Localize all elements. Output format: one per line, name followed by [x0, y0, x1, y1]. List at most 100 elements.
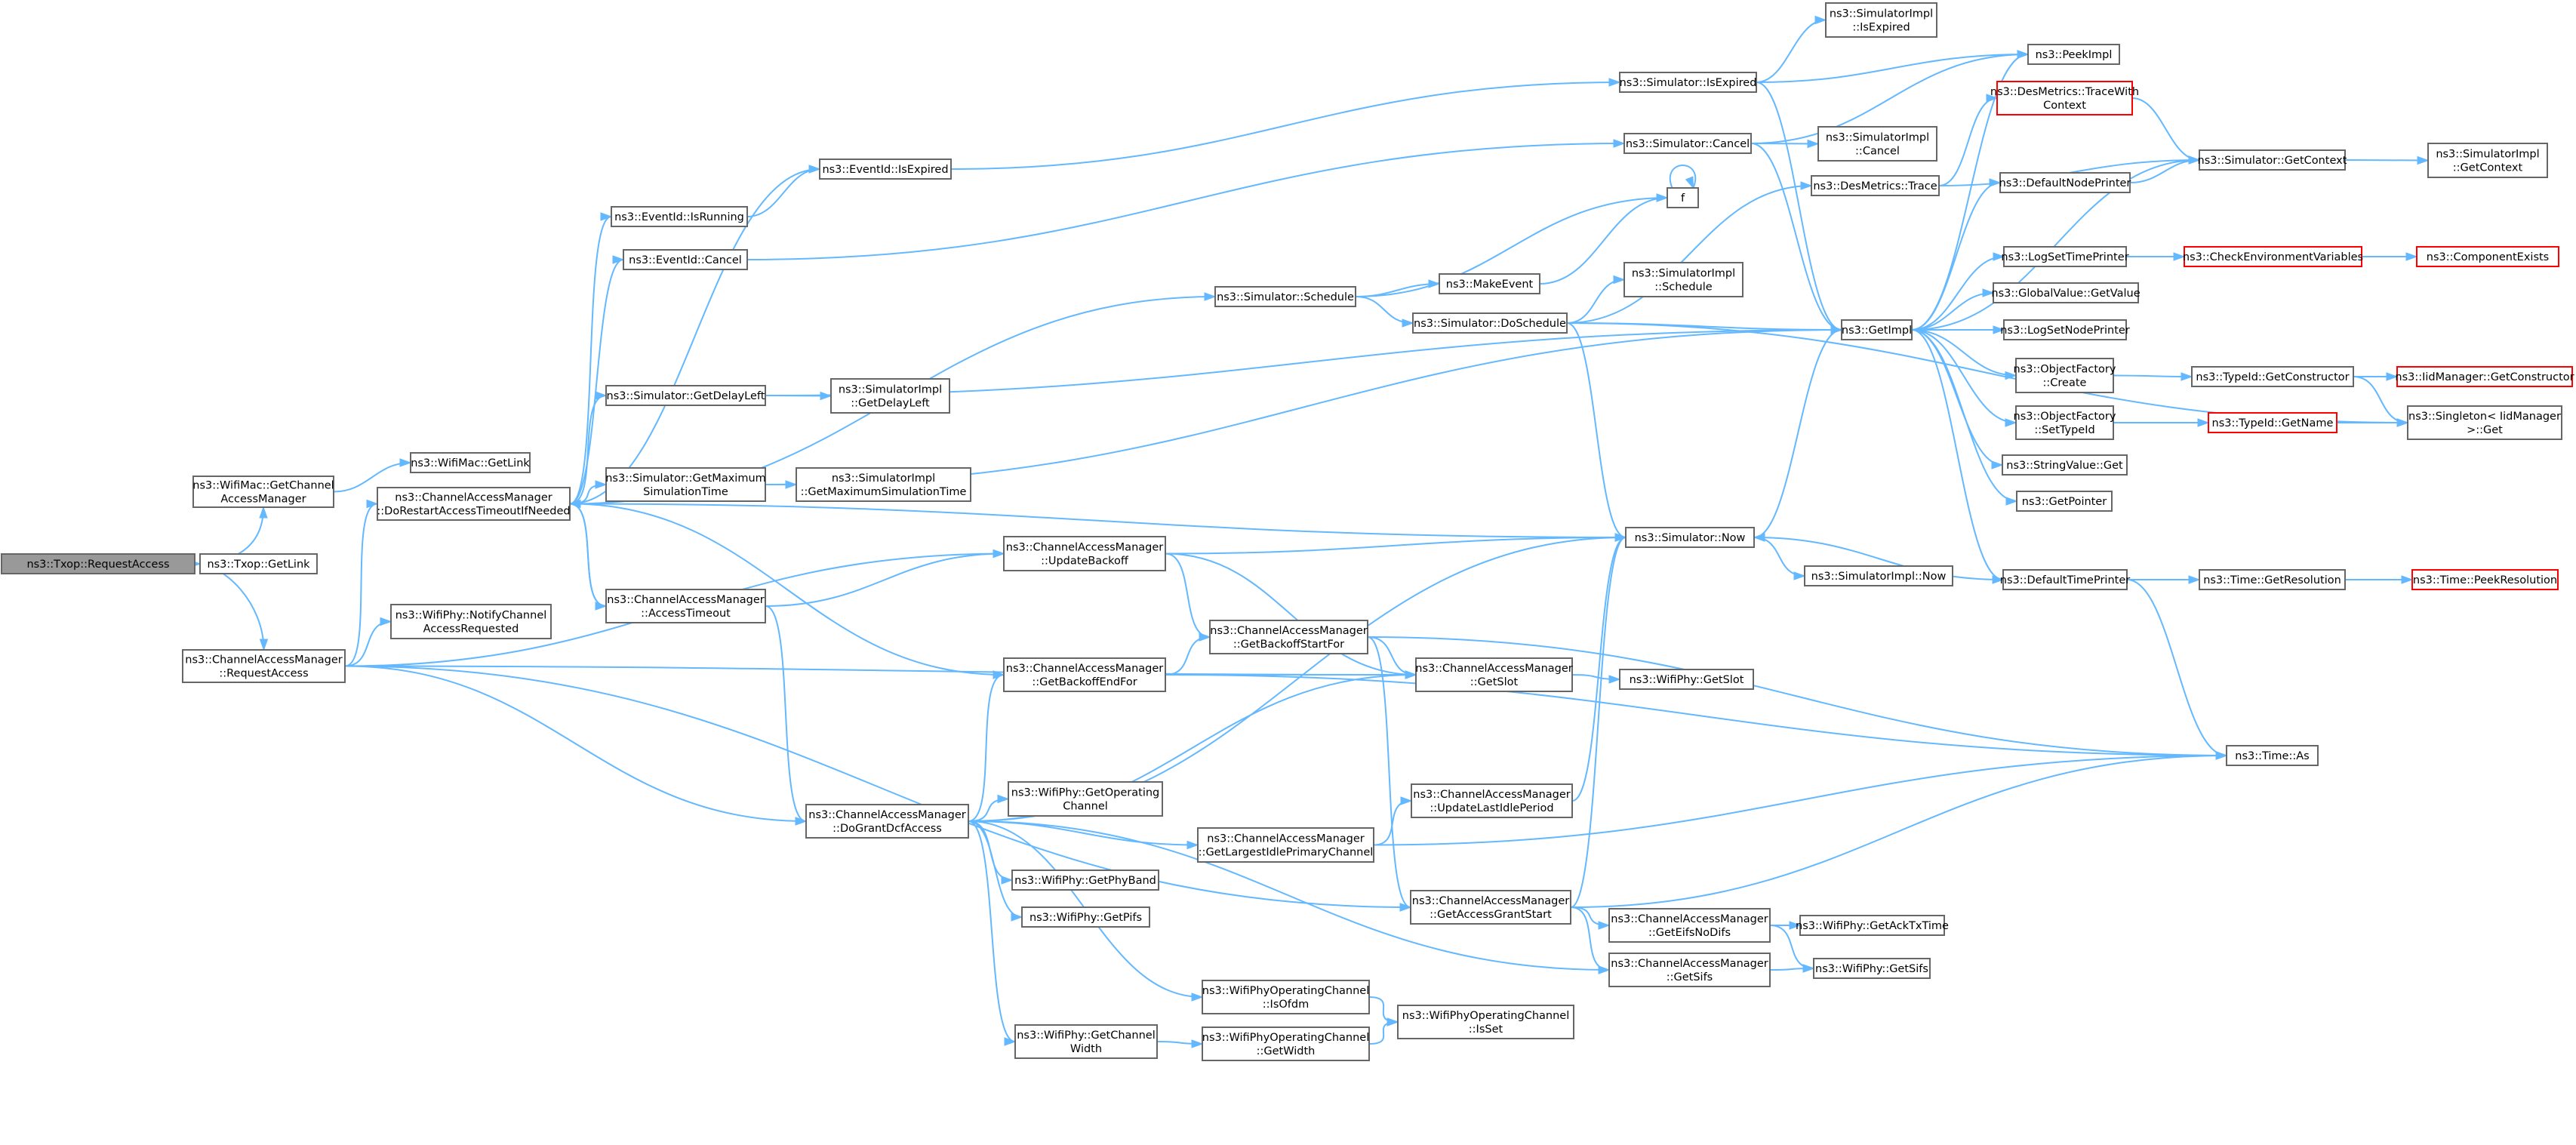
node-getcontext[interactable]: ns3::Simulator::GetContext	[2198, 149, 2347, 171]
node-f[interactable]: f	[1667, 187, 1699, 208]
node-getacktx[interactable]: ns3::WifiPhy::GetAckTxTime	[1796, 915, 1949, 936]
node-notify[interactable]: ns3::WifiPhy::NotifyChannelAccessRequest…	[390, 604, 552, 639]
node-dogrant[interactable]: ns3::ChannelAccessManager::DoGrantDcfAcc…	[805, 804, 969, 839]
node-txopgetlink[interactable]: ns3::Txop::GetLink	[199, 553, 318, 574]
node-timeas[interactable]: ns3::Time::As	[2226, 745, 2319, 766]
node-opgetwidth[interactable]: ns3::WifiPhyOperatingChannel::GetWidth	[1202, 1026, 1370, 1061]
node-label: ns3::SimulatorImpl	[832, 472, 935, 485]
node-dorestart[interactable]: ns3::ChannelAccessManager::DoRestartAcce…	[377, 487, 571, 521]
node-box	[1667, 187, 1699, 208]
node-grantstart[interactable]: ns3::ChannelAccessManager::GetAccessGran…	[1410, 890, 1571, 925]
node-getpointer[interactable]: ns3::GetPointer	[2016, 491, 2113, 512]
node-simimplnow[interactable]: ns3::SimulatorImpl::Now	[1804, 565, 1953, 586]
node-label: ns3::EventId::IsExpired	[822, 164, 948, 176]
node-simimpldelay[interactable]: ns3::SimulatorImpl::GetDelayLeft	[830, 378, 950, 414]
node-simisexpired[interactable]: ns3::Simulator::IsExpired	[1619, 72, 1757, 93]
node-doschedule[interactable]: ns3::Simulator::DoSchedule	[1412, 312, 1568, 334]
node-label: ::Create	[2043, 377, 2087, 389]
node-cmrequest[interactable]: ns3::ChannelAccessManager::RequestAccess	[182, 649, 346, 683]
node-accesstimeout[interactable]: ns3::ChannelAccessManager::AccessTimeout	[605, 589, 766, 623]
node-phygetsifs[interactable]: ns3::WifiPhy::GetSifs	[1813, 958, 1931, 979]
node-label: ns3::WifiPhy::GetChannel	[1017, 1030, 1156, 1042]
node-simschedule[interactable]: ns3::Simulator::Schedule	[1214, 286, 1356, 307]
node-simimplgetctx[interactable]: ns3::SimulatorImpl::GetContext	[2427, 143, 2548, 178]
node-logsettime[interactable]: ns3::LogSetTimePrinter	[2001, 246, 2129, 267]
edge-doschedule-to-simnow	[1566, 322, 1627, 538]
node-isofdm[interactable]: ns3::WifiPhyOperatingChannel::IsOfdm	[1202, 980, 1370, 1014]
node-updatebackoff[interactable]: ns3::ChannelAccessManager::UpdateBackoff	[1003, 536, 1166, 571]
node-box	[1625, 527, 1755, 548]
node-box	[1811, 175, 1940, 196]
arrowhead	[1800, 181, 1813, 190]
node-timepeekres[interactable]: ns3::Time::PeekResolution	[2411, 569, 2559, 590]
node-simimplmax[interactable]: ns3::SimulatorImpl::GetMaximumSimulation…	[796, 467, 971, 502]
node-singleton[interactable]: ns3::Singleton< IidManager >::Get	[2407, 405, 2562, 440]
node-logsetnode[interactable]: ns3::LogSetNodePrinter	[2000, 319, 2130, 340]
node-largestidle[interactable]: ns3::ChannelAccessManager::GetLargestIdl…	[1197, 827, 1374, 863]
node-simnow[interactable]: ns3::Simulator::Now	[1625, 527, 1755, 548]
node-backoffstart[interactable]: ns3::ChannelAccessManager::GetBackoffSta…	[1209, 620, 1368, 654]
node-peekimpl[interactable]: ns3::PeekImpl	[2027, 44, 2120, 65]
node-box	[2015, 358, 2114, 393]
arrowhead	[399, 458, 412, 467]
node-phygetslot[interactable]: ns3::WifiPhy::GetSlot	[1619, 669, 1754, 690]
node-root[interactable]: ns3::Txop::RequestAccess	[1, 553, 195, 574]
node-box	[390, 604, 552, 639]
edge-dorestart-to-simnow	[569, 503, 1627, 538]
node-label: ns3::PeekImpl	[2036, 49, 2113, 61]
node-updatelastidle[interactable]: ns3::ChannelAccessManager::UpdateLastIdl…	[1411, 783, 1573, 818]
node-backoffend[interactable]: ns3::ChannelAccessManager::GetBackoffEnd…	[1003, 657, 1166, 692]
node-timegetres[interactable]: ns3::Time::GetResolution	[2199, 569, 2346, 590]
node-stringget[interactable]: ns3::StringValue::Get	[2002, 454, 2128, 476]
node-iidgetctor[interactable]: ns3::IidManager::GetConstructor	[2395, 366, 2574, 387]
node-defnodeprinter[interactable]: ns3::DefaultNodePrinter	[1999, 172, 2131, 193]
arrowhead	[1613, 139, 1626, 148]
node-box	[2208, 412, 2337, 433]
node-box	[2407, 405, 2562, 440]
node-getpifs[interactable]: ns3::WifiPhy::GetPifs	[1021, 906, 1150, 928]
node-destrace[interactable]: ns3::DesMetrics::Trace	[1811, 175, 1940, 196]
node-getdelayleft[interactable]: ns3::Simulator::GetDelayLeft	[605, 385, 766, 406]
node-getphyband[interactable]: ns3::WifiPhy::GetPhyBand	[1011, 870, 1159, 891]
node-eventcancel[interactable]: ns3::EventId::Cancel	[623, 249, 748, 270]
node-getslot[interactable]: ns3::ChannelAccessManager::GetSlot	[1415, 657, 1573, 692]
node-simcancel[interactable]: ns3::Simulator::Cancel	[1623, 133, 1752, 154]
node-makeevent[interactable]: ns3::MakeEvent	[1439, 273, 1540, 294]
edge-simisexpired-to-simimplisexpired	[1756, 19, 1827, 83]
node-globalvalue[interactable]: ns3::GlobalValue::GetValue	[1991, 282, 2141, 303]
node-objfcreate[interactable]: ns3::ObjectFactory::Create	[2014, 358, 2116, 393]
node-isrunning[interactable]: ns3::EventId::IsRunning	[611, 206, 748, 227]
node-box	[1014, 1024, 1158, 1059]
edge-cmrequest-to-getslot	[344, 665, 1417, 676]
node-typeidgetname[interactable]: ns3::TypeId::GetName	[2208, 412, 2337, 433]
node-label: ::AccessTimeout	[641, 608, 731, 620]
node-simimplcancel[interactable]: ns3::SimulatorImpl::Cancel	[1817, 126, 1937, 162]
node-cmgetsifs[interactable]: ns3::ChannelAccessManager::GetSifs	[1608, 953, 1771, 987]
edge-makeevent-to-f	[1539, 197, 1668, 285]
node-box	[2199, 149, 2346, 171]
node-deftimeprinter[interactable]: ns3::DefaultTimePrinter	[2000, 569, 2130, 590]
node-eifsnodifs[interactable]: ns3::ChannelAccessManager::GetEifsNoDifs	[1608, 908, 1771, 943]
node-objfsettypeid[interactable]: ns3::ObjectFactory::SetTypeId	[2014, 405, 2116, 440]
node-typeidgetctor[interactable]: ns3::TypeId::GetConstructor	[2191, 366, 2354, 387]
node-macgetlink[interactable]: ns3::WifiMac::GetLink	[410, 452, 531, 473]
node-getmaxsim[interactable]: ns3::Simulator::GetMaximumSimulationTime	[605, 467, 766, 502]
node-checkenv[interactable]: ns3::CheckEnvironmentVariables	[2183, 246, 2363, 267]
node-label: ns3::Simulator::Cancel	[1626, 138, 1750, 150]
node-label: ns3::CheckEnvironmentVariables	[2183, 251, 2363, 263]
edge-simisexpired-to-peekimpl	[1756, 54, 2029, 83]
node-getimpl[interactable]: ns3::GetImpl	[1841, 319, 1913, 340]
node-compexists[interactable]: ns3::ComponentExists	[2416, 246, 2559, 267]
node-box	[1415, 657, 1573, 692]
node-simimplschedule[interactable]: ns3::SimulatorImpl::Schedule	[1623, 262, 1743, 297]
arrowhead	[595, 480, 608, 489]
node-eventexpired[interactable]: ns3::EventId::IsExpired	[819, 159, 952, 180]
edge-grantstart-to-simnow	[1570, 537, 1627, 908]
node-isset[interactable]: ns3::WifiPhyOperatingChannel::IsSet	[1397, 1005, 1574, 1039]
node-label: ns3::ChannelAccessManager	[1611, 913, 1768, 925]
node-simimplisexpired[interactable]: ns3::SimulatorImpl::IsExpired	[1825, 2, 1937, 38]
